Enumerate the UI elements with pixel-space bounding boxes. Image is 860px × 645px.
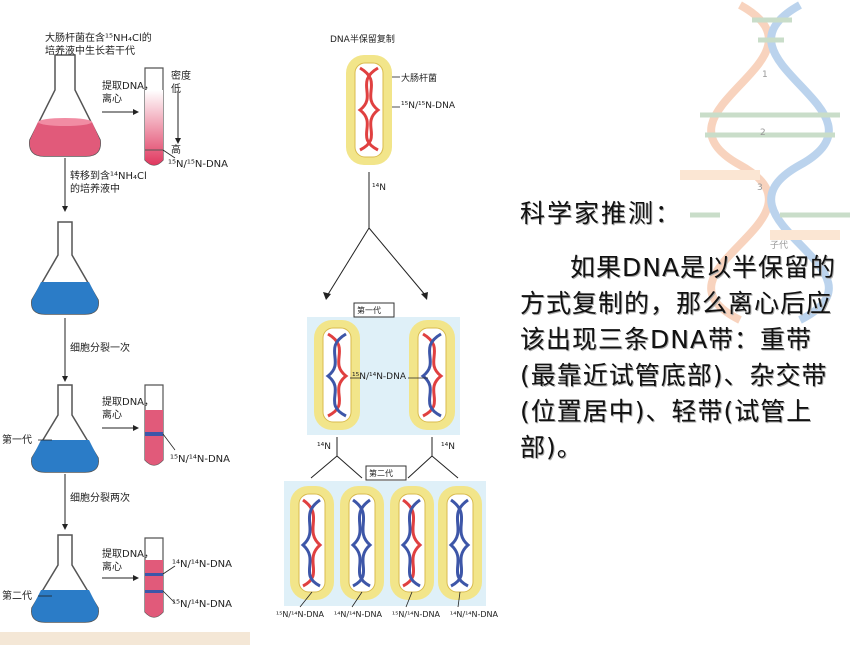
extract-label-3: 提取DNA， 离心 [102, 549, 155, 573]
bottom-label-3: ¹⁵N/¹⁴N-DNA [392, 610, 440, 619]
helix-number-3: 3 [757, 183, 763, 193]
tube-2 [144, 384, 164, 466]
n14-label-top: ¹⁴N [372, 183, 386, 193]
gen1-cell-left [314, 320, 360, 430]
flask-blue-2 [31, 384, 99, 473]
density-label: 密度 低 [171, 71, 191, 95]
divide-twice-label: 细胞分裂两次 [70, 493, 130, 504]
band-label-heavy: ¹⁵N/¹⁵N-DNA [168, 159, 228, 170]
gen1-cell-right [409, 320, 455, 430]
tube-3 [144, 537, 164, 618]
gen2-cell-4 [438, 486, 482, 600]
extract-label-2: 提取DNA， 离心 [102, 397, 155, 421]
gen2-cell-2 [340, 486, 384, 600]
divide-once-label: 细胞分裂一次 [70, 343, 130, 354]
gen1-box-label: 第一代 [357, 306, 381, 315]
helix-number-1: 1 [762, 70, 768, 80]
n14-label-right: ¹⁴N [441, 442, 455, 452]
parent-dna-label: ¹⁵N/¹⁵N-DNA [401, 101, 455, 111]
n14-label-left: ¹⁴N [317, 442, 331, 452]
bottom-label-1: ¹⁵N/¹⁴N-DNA [276, 610, 324, 619]
flask-red [29, 54, 101, 157]
gen2-box-label: 第二代 [369, 469, 393, 478]
parent-cell [346, 55, 392, 165]
semi-conservative-title: DNA半保留复制 [330, 35, 395, 45]
flask-blue-1 [31, 221, 99, 315]
extract-label-1: 提取DNA， 离心 [102, 81, 155, 105]
band-label-hybrid-2: ¹⁵N/¹⁴N-DNA [172, 599, 232, 610]
gen1-dna-label: ¹⁵N/¹⁴N-DNA [352, 372, 406, 382]
gen2-cell-3 [390, 486, 434, 600]
hypothesis-paragraph: 如果DNA是以半保留的方式复制的，那么离心后应该出现三条DNA带：重带(最靠近试… [520, 253, 837, 462]
flask-blue-3 [31, 534, 99, 623]
gen2-label: 第二代 [2, 591, 32, 602]
tube-1 [144, 67, 164, 166]
transfer-label: 转移到含¹⁴NH₄Cl 的培养液中 [70, 171, 147, 195]
helix-tag: 子代 [770, 241, 789, 251]
left-caption-top: 大肠杆菌在含¹⁵NH₄Cl的 培养液中生长若干代 [45, 33, 152, 57]
hypothesis-panel: 科学家推测： 如果DNA是以半保留的方式复制的，那么离心后应该出现三条DNA带：… [520, 196, 845, 466]
helix-number-2: 2 [760, 128, 766, 138]
band-label-hybrid: ¹⁵N/¹⁴N-DNA [170, 454, 230, 465]
hypothesis-heading: 科学家推测： [520, 199, 683, 228]
band-label-light: ¹⁴N/¹⁴N-DNA [172, 559, 232, 570]
gen2-cell-1 [290, 486, 334, 600]
ecoli-label: 大肠杆菌 [401, 74, 438, 84]
bottom-label-4: ¹⁴N/¹⁴N-DNA [450, 610, 498, 619]
gen1-label: 第一代 [2, 435, 32, 446]
bottom-label-2: ¹⁴N/¹⁴N-DNA [334, 610, 382, 619]
high-label: 高 [171, 145, 181, 156]
